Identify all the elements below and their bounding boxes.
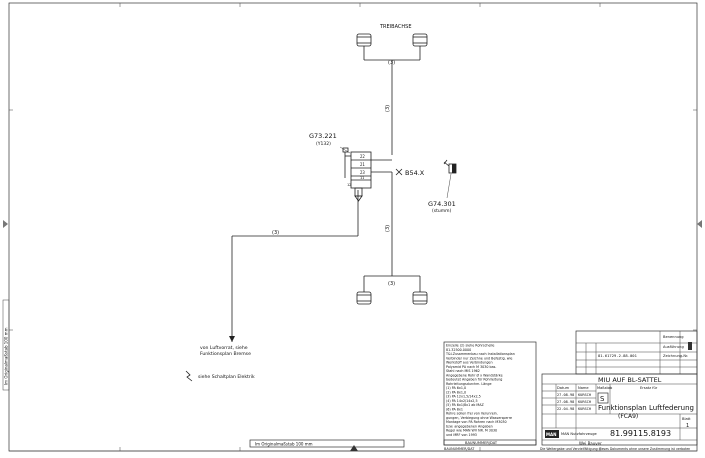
line-label-top: (3) bbox=[388, 60, 395, 66]
notes-line: Polyamid PA nach M 3030 bas. bbox=[446, 365, 496, 369]
header-ersatz: Ersatz für bbox=[640, 386, 658, 390]
notes-line: Rohre sollen frei von Verunrein. bbox=[446, 412, 498, 416]
title-block: Benennung Ausführung Zeichnung-Nr. 81.61… bbox=[541, 330, 698, 446]
port-23: 23 bbox=[360, 170, 365, 175]
row2-name: KURSCH bbox=[578, 400, 591, 404]
port-11: 11 bbox=[360, 176, 364, 180]
notes-line: Einzelle (2) siehe Rohrschelle bbox=[446, 344, 494, 348]
notes-line: bedeutet Angaben für Rohrleitung bbox=[446, 378, 502, 382]
footer-code: BAUNUMMER/DAT bbox=[444, 447, 475, 451]
notes-line: gungen, Verbiegung ohne Wassersperre bbox=[446, 416, 512, 420]
notes-line: Montage von PA Rohren nach M3030 bbox=[446, 420, 507, 424]
scale-note: Im Originalmaßstab 100 mm bbox=[255, 442, 313, 447]
electric-lightning-icon bbox=[185, 370, 193, 382]
center-marker-right bbox=[697, 220, 702, 228]
designer-name: Wei Bauver bbox=[579, 441, 602, 446]
revision-number: 81.61729.2.88.001 bbox=[598, 353, 638, 358]
side-scale-note: Im Originalmaßstab 100 mm bbox=[4, 327, 9, 385]
valve-g74-symbol bbox=[443, 159, 457, 174]
air-bellow-top-right bbox=[412, 33, 428, 60]
notes-line: (4) PA 14x2/14x2,5 bbox=[446, 399, 478, 403]
connector-x-icon bbox=[395, 168, 403, 176]
notes-line: und MRF von 1993 bbox=[446, 433, 477, 437]
connector-code: B54.X bbox=[405, 169, 425, 177]
valve-g74-code: G74.301 bbox=[428, 200, 456, 208]
project-title: MIU AUF BL-SATTEL bbox=[598, 376, 662, 384]
axle-label: TREIBACHSE bbox=[379, 24, 412, 30]
line-label-left: (3) bbox=[272, 230, 279, 236]
notes-line: Regel wie MAN WV NR. M 3030 bbox=[446, 429, 497, 433]
scale-box bbox=[597, 392, 609, 404]
row3-date: 22.04.98 bbox=[557, 407, 574, 411]
header-massstab: Maßstab bbox=[597, 386, 613, 390]
valve-g73-sub: (Y132) bbox=[316, 141, 331, 147]
footer-legal: Die Weitergabe und Vervielfältigung dies… bbox=[540, 447, 690, 451]
notes-status-bar bbox=[443, 439, 537, 446]
company-name: MAN Nutzfahrzeuge bbox=[561, 432, 598, 436]
notes-line: Verbinder nur Zeichne und Befestig. wie bbox=[446, 356, 512, 360]
plan-title: Funktionsplan Luftfederung bbox=[598, 404, 694, 412]
rev-label-ausfuehrung: Ausführung bbox=[663, 345, 684, 349]
notes-line: Rohrleitungsdurchm. Länge bbox=[446, 382, 492, 386]
row1-name: KURSCH bbox=[578, 393, 591, 397]
supply-arrow-icon bbox=[229, 336, 235, 342]
side-scale-box bbox=[2, 299, 10, 391]
line-label-bottom: (3) bbox=[388, 281, 395, 287]
notes-line: bzw. angegebenen Angaben bbox=[446, 424, 493, 428]
plan-subtitle: (FCA9) bbox=[618, 413, 638, 420]
supply-note-line2: Funktionsplan Bremse bbox=[200, 351, 251, 357]
notes-line: Stahl nach MIS 1962 bbox=[446, 369, 480, 373]
port-12: 12 bbox=[347, 183, 351, 187]
row1-date: 27.08.98 bbox=[557, 393, 574, 397]
row2-date: 27.08.98 bbox=[557, 400, 574, 404]
air-bellow-bottom-right bbox=[412, 276, 428, 305]
port-22: 22 bbox=[360, 154, 365, 159]
valve-g73-symbol: 22 21 23 11 12 bbox=[342, 147, 392, 202]
port-21: 21 bbox=[360, 162, 365, 167]
company-logo-icon: MAN bbox=[545, 430, 559, 438]
line-label-lower: (3) bbox=[385, 225, 391, 232]
valve-g73-code: G73.221 bbox=[309, 132, 337, 140]
notes-line: (1) PA 6x1,0 bbox=[446, 386, 466, 390]
valve-g74-sub: (stumm) bbox=[432, 208, 451, 214]
notes-line: (3) PA 12x1,5/14x2,5 bbox=[446, 395, 481, 399]
line-label-upper: (3) bbox=[385, 105, 391, 112]
svg-text:MAN: MAN bbox=[546, 432, 556, 437]
air-bellow-top-left bbox=[356, 33, 372, 60]
rev-label-zeichnung: Zeichnung-Nr. bbox=[663, 354, 688, 358]
notes-line: (6) PA 8x1 bbox=[446, 407, 463, 411]
rev-label-benennung: Benennung bbox=[663, 335, 684, 339]
notes-line: T&I-Zusammenbau nach Installationsplan bbox=[445, 352, 515, 356]
supply-note-line1: von Luftvorrat, siehe bbox=[200, 345, 248, 351]
notes-line: (5) PA 6x1/8x1 ab MAZ bbox=[446, 403, 485, 407]
scale-code: S bbox=[600, 395, 605, 403]
row3-name: KURSCH bbox=[578, 407, 591, 411]
scale-note-box bbox=[249, 439, 405, 448]
notes-line: (2) PA 8x1,0 bbox=[446, 390, 466, 394]
notes-status: BAUNUMMER/DAT bbox=[465, 441, 498, 445]
notes-line: 81.32500.0000 bbox=[446, 348, 471, 352]
notes-line: Werkstoff aus Verbindungen bbox=[446, 361, 493, 365]
header-datum: Datum bbox=[557, 386, 570, 390]
notes-lines: Einzelle (2) siehe Rohrschelle81.32500.0… bbox=[445, 344, 515, 437]
sheet-label: Blatt bbox=[682, 417, 691, 421]
valve-g74-leader bbox=[446, 173, 452, 199]
air-bellow-bottom-left bbox=[356, 276, 372, 305]
notes-line: Angegebene Rohr Ø x Wandstärke bbox=[446, 372, 503, 377]
header-name: Name bbox=[578, 386, 589, 390]
electric-note: siehe Schaltplan Elektrik bbox=[198, 374, 255, 380]
drawing-number: 81.99115.8193 bbox=[610, 429, 671, 438]
center-marker-bottom bbox=[350, 445, 358, 451]
center-marker-left bbox=[3, 220, 8, 228]
border-ticks bbox=[9, 3, 697, 451]
sheet-number: 1 bbox=[686, 423, 689, 429]
